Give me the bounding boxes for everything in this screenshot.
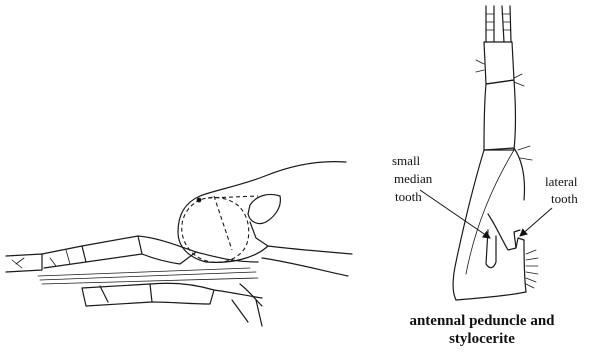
- label-lateral-line2: tooth: [551, 191, 578, 206]
- label-lateral-tooth: lateral tooth: [520, 174, 578, 236]
- median-tooth-arrow: [420, 190, 490, 238]
- label-small-median-tooth: small median tooth: [392, 153, 490, 238]
- eye-dot: [197, 198, 202, 203]
- figure-caption: antennal peduncle and stylocerite: [409, 313, 555, 347]
- label-lateral-line1: lateral: [545, 174, 578, 189]
- caption-line1: antennal peduncle and: [409, 313, 555, 329]
- label-median-line2: median: [394, 171, 433, 186]
- label-median-line3: tooth: [395, 189, 422, 204]
- label-median-line1: small: [392, 153, 421, 168]
- antennal-peduncle-drawing: [453, 6, 538, 300]
- caption-line2: stylocerite: [449, 331, 515, 347]
- lateral-tooth-arrow: [520, 208, 552, 236]
- shrimp-head-lateral-drawing: [6, 162, 352, 326]
